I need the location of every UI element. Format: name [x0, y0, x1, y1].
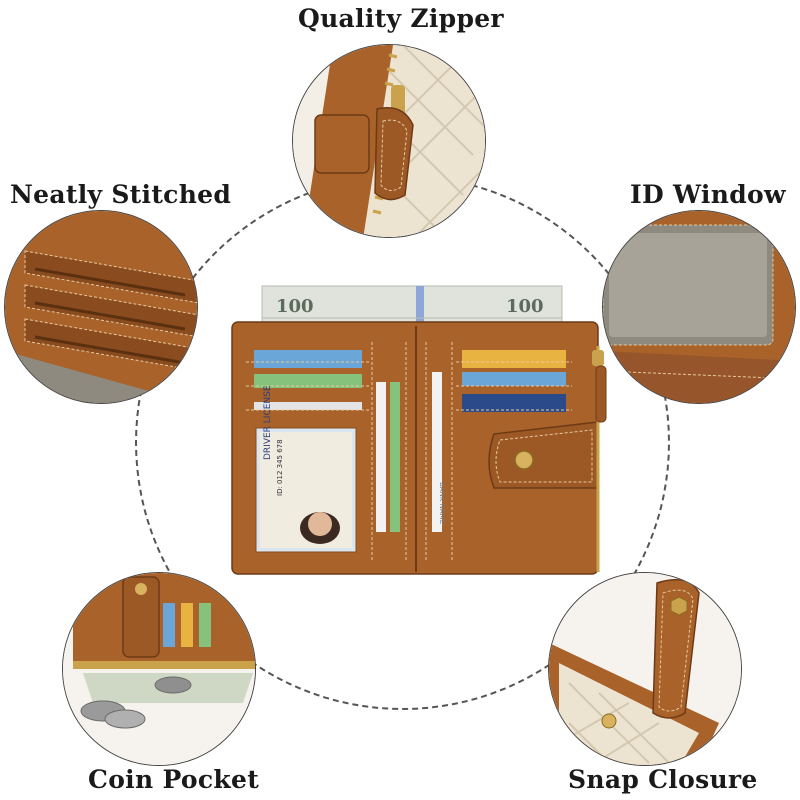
label-neatly-stitched: Neatly Stitched — [10, 180, 232, 209]
banknote-denomination-left: 100 — [276, 296, 314, 317]
label-snap-closure: Snap Closure — [568, 765, 758, 794]
label-quality-zipper: Quality Zipper — [298, 4, 504, 33]
callout-id-window — [602, 210, 796, 404]
callout-stitching — [4, 210, 198, 404]
card-vertical-text: BANK NAME — [438, 482, 446, 524]
id-card-number: ID: 012 345 678 — [276, 439, 284, 496]
callout-coin-pocket — [62, 572, 256, 766]
wallet-main-image: 100 100 DRIVER LICENSE ID: 012 345 678 — [226, 282, 612, 582]
label-coin-pocket: Coin Pocket — [88, 765, 260, 794]
callout-snap-closure — [548, 572, 742, 766]
banknote-denomination-right: 100 — [506, 296, 544, 317]
callout-zipper — [292, 44, 486, 238]
label-id-window: ID Window — [630, 180, 786, 209]
id-card-heading: DRIVER LICENSE — [263, 385, 273, 460]
